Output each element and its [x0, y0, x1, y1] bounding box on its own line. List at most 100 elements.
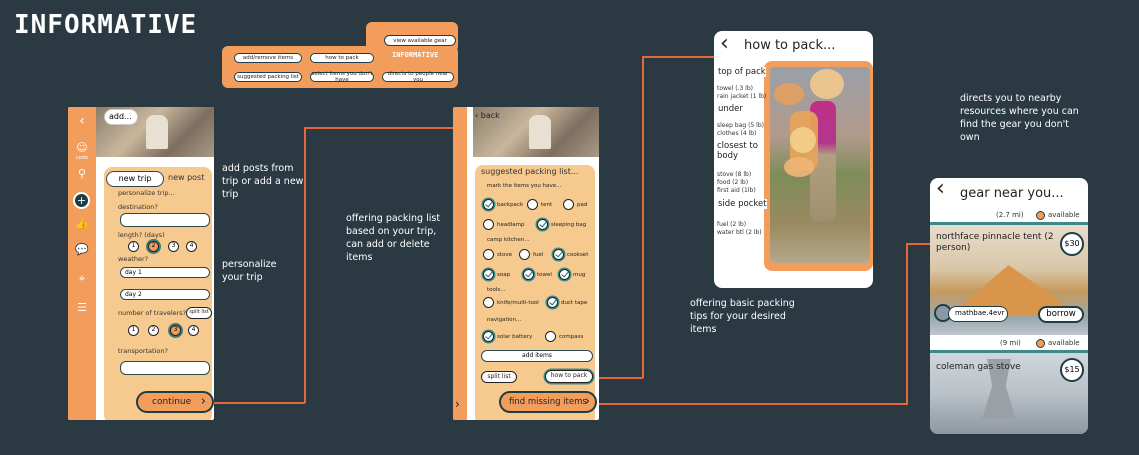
- check-duct-tape[interactable]: [547, 297, 558, 308]
- annotation-nearby: directs you to nearby resources where yo…: [960, 93, 1079, 143]
- closest-item-2: food (2 lb): [717, 179, 749, 186]
- chevron-right-icon[interactable]: ›: [455, 397, 460, 411]
- zone-light-circle: [810, 69, 844, 99]
- borrow-button[interactable]: borrow: [1038, 306, 1084, 323]
- transportation-label: transportation?: [118, 347, 168, 355]
- sidebar: [68, 107, 96, 420]
- connector-3-v: [906, 243, 908, 404]
- add-items-button[interactable]: add items: [481, 350, 593, 362]
- travelers-option-4[interactable]: 4: [188, 325, 199, 336]
- connector-3-h-bottom: [598, 403, 908, 405]
- annotation-add-posts: add posts from trip or add a new trip: [222, 163, 304, 200]
- chevron-right-icon: ›: [200, 394, 206, 409]
- divider-1: [930, 222, 1088, 225]
- check-solar-battery[interactable]: [483, 331, 494, 342]
- travelers-option-2[interactable]: 2: [148, 325, 159, 336]
- screen-packing-list: › ‹ back suggested packing list... mark …: [453, 107, 599, 420]
- photo-person: [529, 115, 551, 149]
- check-soap[interactable]: [483, 269, 494, 280]
- item-stove: stove: [497, 252, 513, 258]
- item-fuel: fuel: [533, 252, 544, 258]
- check-compass[interactable]: [545, 331, 556, 342]
- length-option-4[interactable]: 4: [186, 241, 197, 252]
- check-tent[interactable]: [527, 199, 538, 210]
- page-title: INFORMATIVE: [14, 10, 198, 40]
- add-post-button[interactable]: add...: [104, 109, 138, 125]
- packing-heading: suggested packing list...: [481, 167, 579, 176]
- trip-photo: [473, 107, 599, 157]
- how-to-pack-button[interactable]: how to pack: [545, 370, 593, 383]
- chevron-left-icon[interactable]: ‹: [720, 31, 729, 56]
- continue-button[interactable]: continue ›: [136, 391, 214, 413]
- available-dot-1: [1036, 211, 1045, 220]
- search-icon[interactable]: ⚲: [77, 167, 87, 180]
- split-list-button[interactable]: split list: [186, 307, 212, 319]
- check-sleeping-bag[interactable]: [537, 219, 548, 230]
- closest-label: closest to body: [717, 141, 763, 161]
- item-1-name: northface pinnacle tent (2 person): [936, 232, 1054, 253]
- connector-1-v: [304, 127, 306, 403]
- check-towel[interactable]: [523, 269, 534, 280]
- back-button[interactable]: ‹ back: [475, 111, 500, 120]
- connector-3-h-top: [906, 243, 930, 245]
- check-stove[interactable]: [483, 249, 494, 260]
- tab-new-trip[interactable]: new trip: [106, 171, 164, 187]
- check-headlamp[interactable]: [483, 219, 494, 230]
- item-compass: compass: [559, 334, 584, 340]
- length-option-3[interactable]: 3: [168, 241, 179, 252]
- item-cookset: cookset: [567, 252, 589, 258]
- screen-new-trip: ‹ ☺ code ⚲ + 👍 💬 ⌖ ☰ add... new trip new…: [68, 107, 214, 420]
- back-label: back: [480, 111, 500, 120]
- tab-new-post[interactable]: new post: [168, 173, 205, 182]
- length-option-1[interactable]: 1: [128, 241, 139, 252]
- continue-label: continue: [152, 397, 192, 407]
- flow-directs: directs to people near you: [382, 71, 454, 83]
- travelers-label: number of travelers?: [118, 309, 187, 317]
- item-towel: towel: [537, 272, 552, 278]
- check-backpack[interactable]: [483, 199, 494, 210]
- connector-1-h-top: [304, 127, 454, 129]
- gear-title: gear near you...: [960, 186, 1064, 201]
- annotation-packing-list: offering packing list based on your trip…: [346, 213, 441, 263]
- day1-input[interactable]: day 1: [120, 267, 210, 278]
- travelers-option-3[interactable]: 3: [170, 325, 181, 336]
- check-knife[interactable]: [483, 297, 494, 308]
- transportation-input[interactable]: [120, 361, 210, 375]
- check-cookset[interactable]: [553, 249, 564, 260]
- zone-top-circle: [774, 83, 804, 105]
- chat-icon[interactable]: 💬: [75, 243, 89, 256]
- top-item-2: rain jacket (1 lb): [717, 93, 767, 100]
- annotation-personalize: personalize your trip: [222, 259, 277, 283]
- item-solar-battery: solar battery: [497, 334, 533, 340]
- travelers-option-1[interactable]: 1: [128, 325, 139, 336]
- flow-select-items: select items you don't have: [310, 71, 374, 83]
- under-item-2: clothes (4 lb): [717, 130, 757, 137]
- check-fuel[interactable]: [519, 249, 530, 260]
- under-item-1: sleep bag (5 lb): [717, 122, 764, 129]
- chevron-left-icon[interactable]: ‹: [79, 113, 85, 129]
- add-icon[interactable]: +: [73, 192, 90, 209]
- split-list-button[interactable]: split list: [481, 371, 517, 383]
- menu-icon[interactable]: ☰: [77, 301, 87, 314]
- length-label: length? (days): [118, 231, 165, 239]
- location-pin-icon[interactable]: ⌖: [78, 272, 86, 285]
- divider-2: [930, 350, 1088, 353]
- top-of-pack-label: top of pack: [718, 67, 766, 77]
- hiker-photo: [770, 67, 870, 263]
- day2-input[interactable]: day 2: [120, 289, 210, 300]
- side-item-1: fuel (2 lb): [717, 221, 747, 228]
- available-dot-2: [1036, 339, 1045, 348]
- chevron-left-icon[interactable]: ‹: [936, 178, 945, 201]
- chevron-right-icon: ›: [584, 394, 590, 409]
- check-mug[interactable]: [559, 269, 570, 280]
- user-icon[interactable]: ☺: [76, 141, 88, 154]
- connector-2-h-bottom: [594, 377, 643, 379]
- photo-person: [146, 115, 168, 149]
- length-option-2[interactable]: 2: [148, 241, 159, 252]
- check-pad[interactable]: [563, 199, 574, 210]
- user-chip[interactable]: mathbae.4evr: [948, 306, 1008, 322]
- weather-label: weather?: [118, 255, 149, 263]
- destination-input[interactable]: [120, 213, 210, 227]
- find-missing-button[interactable]: find missing items ›: [499, 391, 597, 413]
- thumbs-up-icon[interactable]: 👍: [75, 217, 89, 230]
